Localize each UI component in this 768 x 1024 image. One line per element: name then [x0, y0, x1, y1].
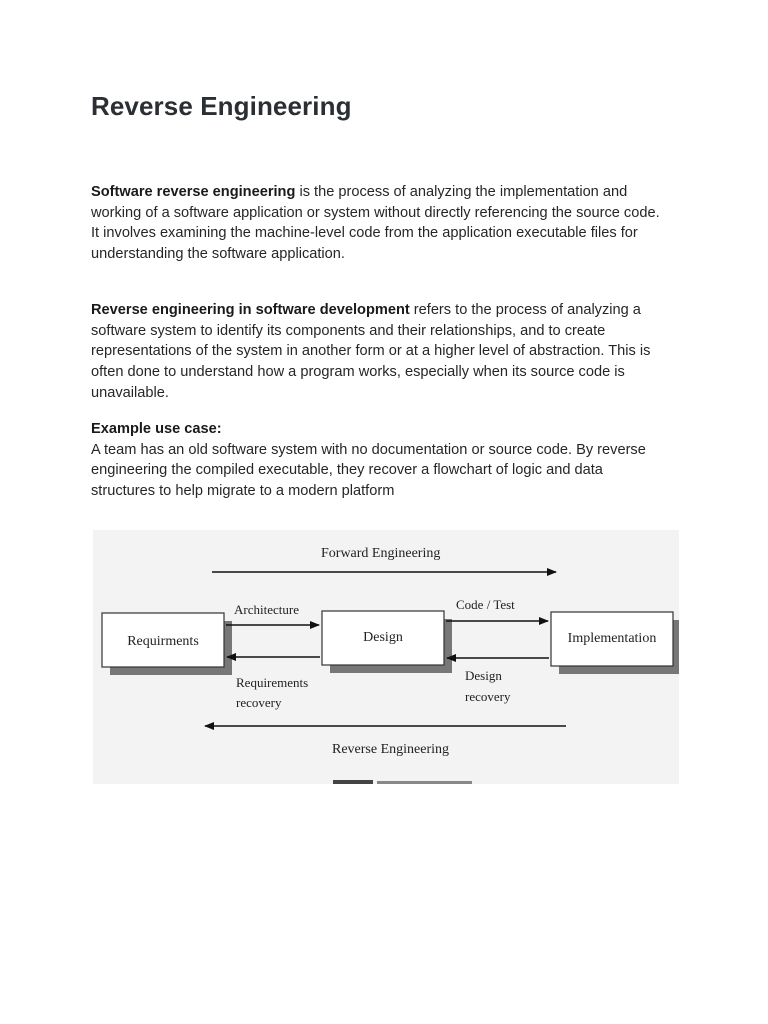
implementation-box: [550, 611, 674, 667]
code-test-label: Code / Test: [456, 597, 515, 612]
implementation-box-label: Implementation: [568, 631, 657, 646]
requirements-recovery-label-line2: recovery: [236, 695, 282, 710]
design-box: [321, 610, 445, 666]
reverse-engineering-label: Reverse Engineering: [332, 742, 449, 757]
example-paragraph: Example use case: A team has an old soft…: [91, 419, 691, 502]
design-recovery-label-line1: Design: [465, 668, 502, 683]
development-line-1-rest: refers to the process of analyzing a: [409, 302, 641, 318]
page-title: Reverse Engineering: [91, 91, 352, 121]
development-bold-term: Reverse engineering in software developm…: [91, 302, 410, 318]
design-recovery-label-line2: recovery: [465, 689, 511, 704]
requirements-box: [101, 612, 225, 668]
intro-bold-term: Software reverse engineering: [91, 184, 296, 200]
intro-line-4: understanding the software application.: [91, 246, 345, 263]
example-line-2: engineering the compiled executable, the…: [91, 462, 603, 479]
architecture-label: Architecture: [234, 602, 299, 617]
intro-line-3: It involves examining the machine-level …: [91, 225, 638, 242]
example-line-1: A team has an old software system with n…: [91, 441, 646, 458]
development-paragraph: Reverse engineering in software developm…: [91, 300, 691, 404]
intro-line-1: Software reverse engineering is the proc…: [91, 182, 691, 203]
intro-line-1-rest: is the process of analyzing the implemen…: [295, 184, 628, 200]
design-box-label: Design: [363, 630, 403, 645]
development-line-3: representations of the system in another…: [91, 343, 651, 360]
cropped-caption-fragment: [333, 780, 373, 784]
development-line-2: software system to identify its componen…: [91, 322, 606, 339]
requirements-box-label: Requirments: [127, 634, 199, 649]
development-line-5: unavailable.: [91, 384, 169, 401]
example-line-3: structures to help migrate to a modern p…: [91, 483, 395, 500]
forward-engineering-label: Forward Engineering: [321, 546, 440, 561]
requirements-recovery-label-line1: Requirements: [236, 675, 308, 690]
example-heading: Example use case:: [91, 419, 691, 440]
development-line-1: Reverse engineering in software developm…: [91, 300, 691, 321]
example-heading-text: Example use case:: [91, 421, 222, 437]
reverse-engineering-diagram: Forward Engineering Requirments Design I…: [93, 530, 679, 784]
development-line-4: often done to understand how a program w…: [91, 364, 625, 381]
intro-paragraph: Software reverse engineering is the proc…: [91, 182, 691, 265]
cropped-caption-fragment-2: [377, 781, 472, 784]
diagram-svg: Forward Engineering Requirments Design I…: [101, 546, 679, 784]
intro-line-2: working of a software application or sys…: [91, 204, 660, 221]
